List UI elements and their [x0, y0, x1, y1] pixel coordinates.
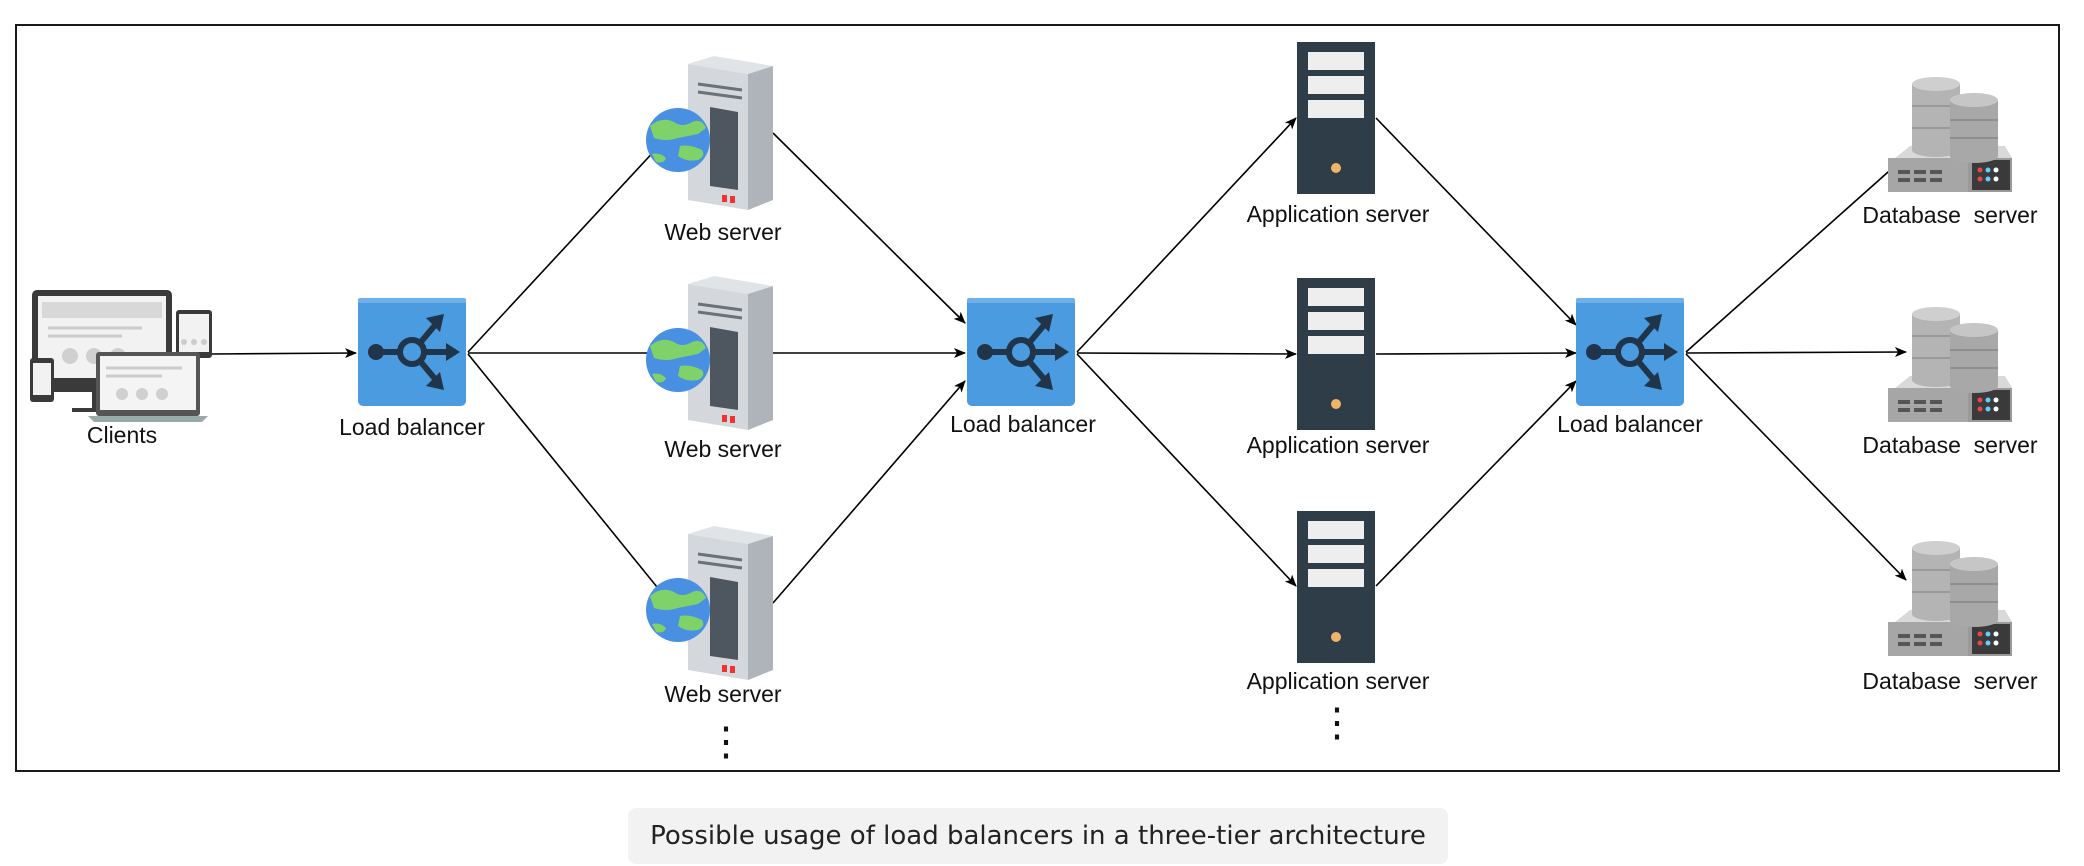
web-server-icon	[644, 524, 775, 682]
load-balancer-label: Load balancer	[950, 411, 1096, 437]
arrow-app3-to-lb3	[1375, 380, 1577, 587]
database-server-1: Database server	[1862, 76, 2038, 228]
application-server-3: Application server	[1247, 511, 1430, 694]
load-balancer-2: Load balancer	[950, 298, 1096, 437]
web-server-icon	[644, 274, 775, 432]
web-server-1: Web server	[644, 54, 782, 245]
arrow-web1-to-lb2	[772, 132, 966, 324]
database-server-label: Database server	[1862, 668, 2037, 694]
figure-caption: Possible usage of load balancers in a th…	[628, 808, 1448, 864]
arrow-lb3-to-db2	[1685, 347, 1907, 358]
application-server-label: Application server	[1247, 432, 1430, 458]
web-server-3: Web server	[644, 524, 782, 707]
load-balancer-icon	[1576, 298, 1684, 406]
arrow-lb3-to-db3	[1685, 353, 1907, 581]
web-server-label: Web server	[664, 219, 782, 245]
application-server-1: Application server	[1247, 42, 1430, 227]
application-server-2: Application server	[1247, 278, 1430, 458]
database-server-icon	[1887, 76, 2013, 193]
devices-icon	[28, 288, 214, 424]
database-server-2: Database server	[1862, 306, 2038, 458]
web-server-label: Web server	[664, 436, 782, 462]
arrow-lb1-to-web3	[467, 353, 671, 604]
load-balancer-icon	[967, 298, 1075, 406]
clients-label: Clients	[87, 422, 157, 448]
load-balancer-icon	[358, 298, 466, 406]
connectors	[211, 117, 1907, 604]
application-server-label: Application server	[1247, 201, 1430, 227]
arrow-lb2-to-app1	[1076, 117, 1297, 353]
load-balancer-3: Load balancer	[1557, 298, 1703, 437]
arrow-lb2-to-app2	[1076, 348, 1297, 359]
web-server-label: Web server	[664, 681, 782, 707]
load-balancer-label: Load balancer	[1557, 411, 1703, 437]
more-web-servers-ellipsis: ⋮	[706, 720, 746, 764]
more-application-servers-ellipsis: ⋮	[1317, 701, 1357, 745]
database-server-label: Database server	[1862, 202, 2037, 228]
arrow-app1-to-lb3	[1375, 117, 1577, 326]
application-server-label: Application server	[1247, 668, 1430, 694]
load-balancer-label: Load balancer	[339, 414, 485, 440]
load-balancer-1: Load balancer	[339, 298, 485, 440]
database-server-3: Database server	[1862, 540, 2038, 694]
arrow-lb3-to-db1	[1685, 155, 1907, 353]
database-server-icon	[1887, 306, 2013, 423]
arrow-clients-to-lb1	[211, 348, 357, 359]
arrow-app2-to-lb3	[1375, 348, 1577, 359]
arrow-lb2-to-app3	[1076, 353, 1297, 587]
application-server-icon	[1297, 278, 1375, 430]
arrow-web3-to-lb2	[772, 380, 966, 604]
application-server-icon	[1297, 511, 1375, 663]
web-server-icon	[644, 54, 775, 212]
web-server-2: Web server	[644, 274, 782, 462]
database-server-label: Database server	[1862, 432, 2037, 458]
arrow-lb1-to-web1	[467, 133, 671, 353]
application-server-icon	[1297, 42, 1375, 194]
database-server-icon	[1887, 540, 2013, 657]
clients-node: Clients	[28, 288, 214, 448]
